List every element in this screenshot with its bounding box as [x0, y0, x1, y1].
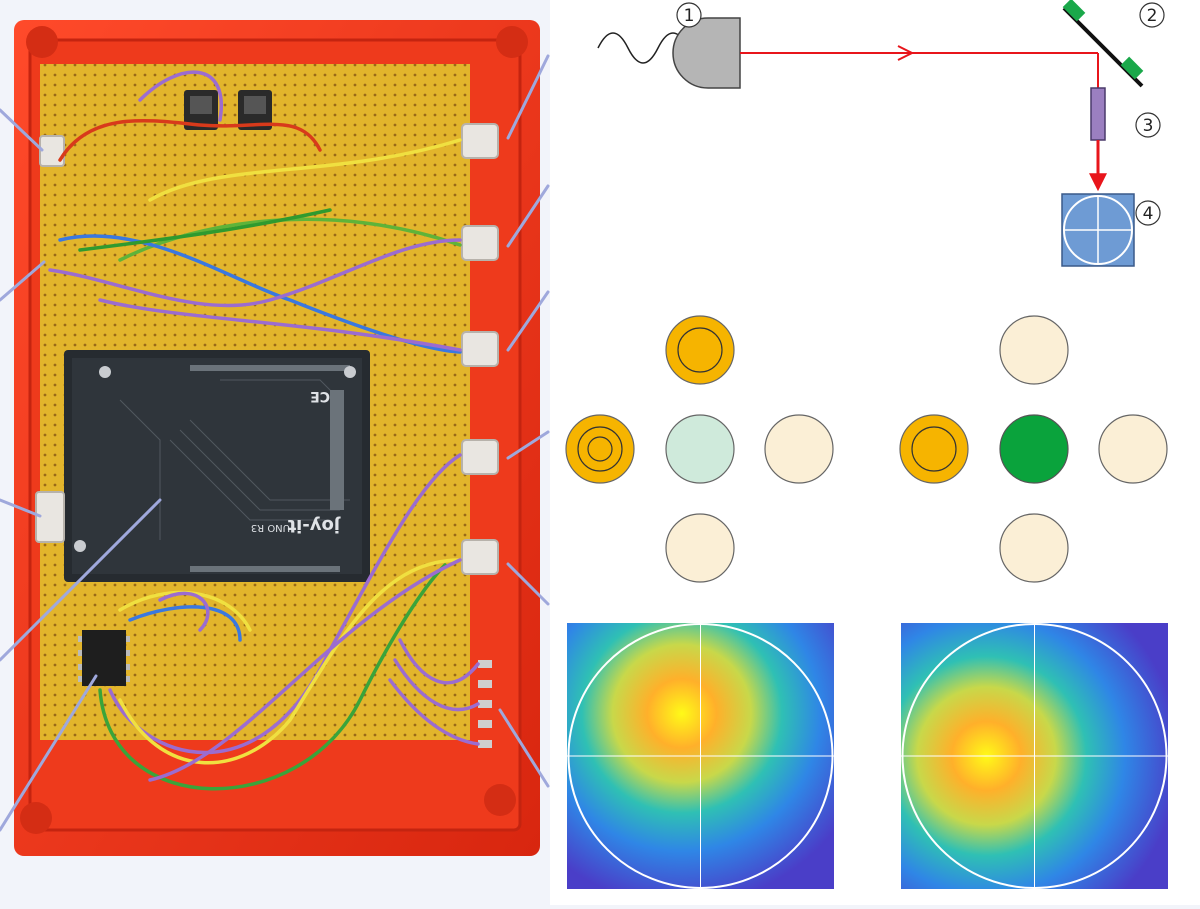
voltage-regulators: [184, 90, 272, 130]
svg-text:2: 2: [1147, 6, 1158, 26]
quadrant-detector: [1061, 193, 1135, 267]
board-model-label: UNO R3: [251, 522, 290, 533]
left-connectors: [35, 135, 65, 543]
indicator-pattern-left: [565, 315, 834, 583]
screw-boss: [496, 26, 528, 58]
callout-detector: 4: [1135, 200, 1161, 226]
callout-laser: 1: [676, 2, 702, 28]
led-left: [899, 414, 969, 484]
callout-filter: 3: [1135, 112, 1161, 138]
beam-map-right: [901, 623, 1168, 889]
screw-boss: [484, 784, 516, 816]
beam-direction-arrow: [897, 45, 915, 61]
led-right: [764, 414, 834, 484]
led-down: [665, 513, 735, 583]
wiring: [48, 70, 480, 791]
small-ic-chip: [78, 630, 130, 686]
schematic-panel: 1 2 3 4: [550, 0, 1200, 905]
board-brand-label: joy-it: [287, 515, 341, 536]
screw-boss: [26, 26, 58, 58]
electronics-photo: joy-it UNO R3 CE: [0, 0, 550, 905]
electronics-photo-drawing: joy-it UNO R3 CE: [0, 20, 550, 856]
optical-filter: [1090, 87, 1106, 141]
laser-source: [672, 17, 741, 89]
steering-mirror: [1062, 0, 1144, 88]
optical-setup: 1 2 3 4: [597, 0, 1165, 267]
svg-text:4: 4: [1143, 204, 1154, 224]
svg-text:1: 1: [684, 6, 695, 26]
led-center: [665, 414, 735, 484]
led-down: [999, 513, 1069, 583]
panel-connectors: [461, 123, 499, 575]
leader-lines: [0, 54, 550, 832]
callout-mirror: 2: [1139, 2, 1165, 28]
led-left: [565, 414, 635, 484]
screw-boss: [20, 802, 52, 834]
microcontroller-board: joy-it UNO R3 CE: [64, 350, 370, 582]
led-center: [999, 414, 1069, 484]
beam-map-left: [567, 623, 834, 889]
board-ce-label: CE: [310, 388, 330, 404]
indicator-pattern-right: [899, 315, 1168, 583]
led-right: [1098, 414, 1168, 484]
svg-text:3: 3: [1143, 116, 1154, 136]
led-up: [665, 315, 735, 385]
led-up: [999, 315, 1069, 385]
schematic-drawing: 1 2 3 4: [565, 0, 1168, 889]
terminal-strip: [478, 660, 492, 748]
